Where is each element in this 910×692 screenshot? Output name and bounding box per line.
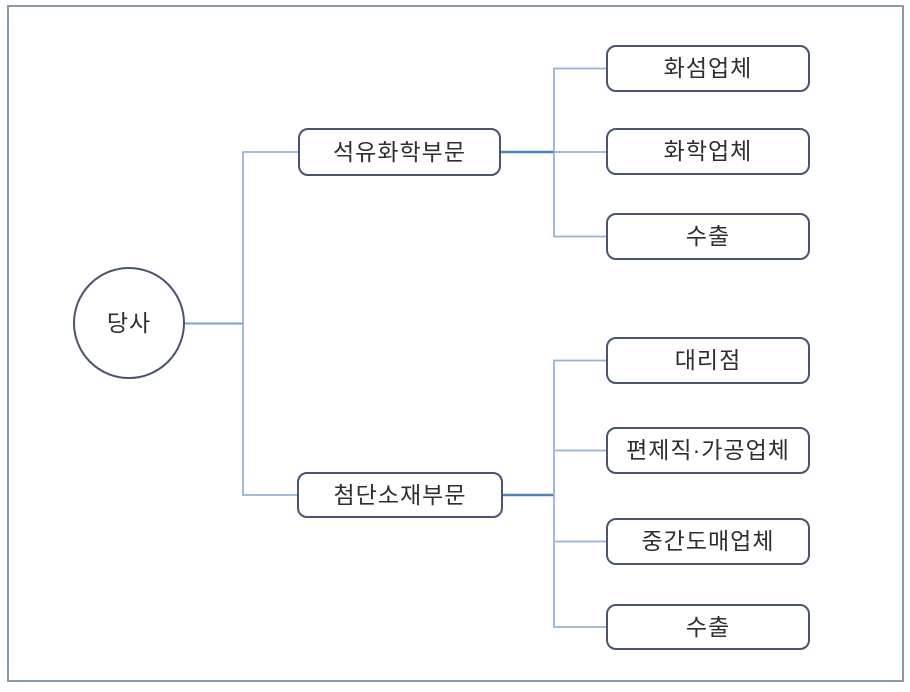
root-node-company: 당사 [73, 267, 185, 379]
leaf-node-knitting-weaving-processing-companies: 편제직·가공업체 [606, 427, 810, 474]
leaf-node-export-advanced-materials: 수출 [606, 604, 810, 650]
division-node-petrochemical: 석유화학부문 [298, 128, 501, 176]
leaf-node-label: 화섬업체 [663, 55, 753, 81]
leaf-node-label: 중간도매업체 [641, 528, 775, 554]
division-node-advanced-materials: 첨단소재부문 [297, 472, 503, 518]
division-node-label: 석유화학부문 [333, 138, 466, 165]
level1-bracket-line [242, 151, 298, 496]
root-node-label: 당사 [106, 309, 152, 336]
leaf-node-chemical-fiber-companies: 화섬업체 [606, 45, 810, 92]
leaf-node-export-petrochemical: 수출 [606, 213, 810, 260]
leaf-node-label: 화학업체 [663, 138, 753, 164]
leaf-node-label: 수출 [685, 223, 731, 249]
leaf-node-chemical-companies: 화학업체 [606, 128, 810, 175]
leaf-node-label: 대리점 [674, 347, 742, 373]
leaf-node-agencies: 대리점 [606, 337, 810, 384]
leaf-node-intermediate-wholesalers: 중간도매업체 [606, 518, 810, 565]
materials-bracket-line [553, 359, 606, 628]
chart-outer-border [7, 5, 904, 682]
division-node-label: 첨단소재부문 [333, 481, 467, 508]
leaf-node-label: 편제직·가공업체 [626, 437, 790, 463]
leaf-node-label: 수출 [685, 613, 731, 640]
